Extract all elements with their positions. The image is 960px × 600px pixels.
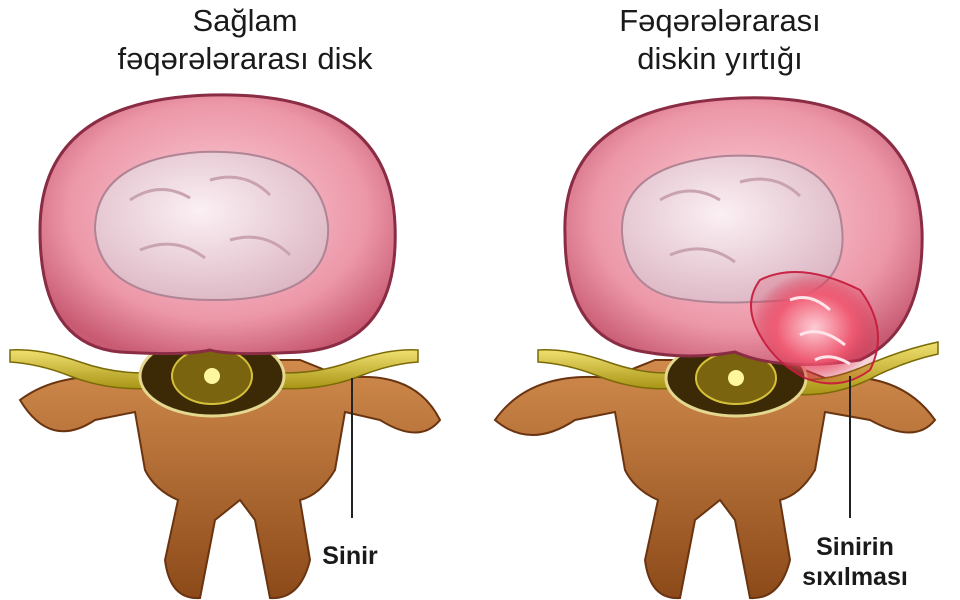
nerve-compression-label: Sinirin sıxılması (802, 533, 908, 591)
herniated-disc-title: Fəqərələrarası diskin yırtığı (619, 3, 821, 76)
herniated-vertebra (493, 96, 939, 600)
healthy-vertebra (9, 93, 442, 600)
herniation-bulge (750, 271, 879, 385)
healthy-disc-nucleus (93, 150, 330, 302)
healthy-disc-title: Sağlam fəqərələrarası disk (117, 3, 373, 76)
nerve-label: Sinir (322, 542, 378, 570)
